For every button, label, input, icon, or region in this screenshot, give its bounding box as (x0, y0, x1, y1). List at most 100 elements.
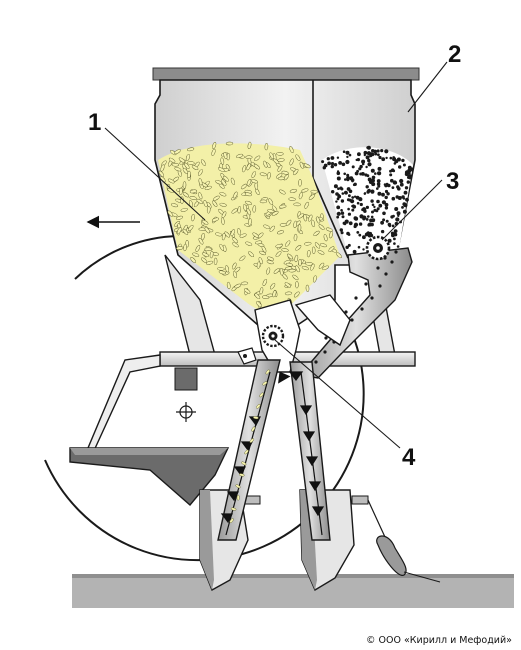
fertilizer-granule (402, 209, 407, 214)
grain-seed (198, 192, 203, 200)
grain-seed (182, 228, 189, 235)
grain-seed (289, 158, 294, 166)
label-3: 3 (446, 168, 459, 195)
fertilizer-granule (377, 191, 382, 196)
fertilizer-granule (327, 161, 331, 166)
fertilizer-granule (345, 245, 349, 249)
channel-granule (378, 284, 382, 288)
grain-seed (295, 265, 300, 273)
fertilizer-granule (364, 173, 368, 177)
channel-granule (344, 310, 348, 314)
grain-seed (254, 293, 261, 299)
grain-seed (178, 157, 186, 163)
fertilizer-granule (351, 196, 355, 199)
fertilizer-granule (405, 197, 409, 202)
grain-seed (182, 181, 187, 189)
fertilizer-granule (373, 205, 376, 209)
grain-seed (275, 244, 283, 248)
hitch-arm (87, 354, 161, 457)
grain-seed (167, 178, 175, 184)
grain-seed (198, 178, 203, 186)
channel-granule (384, 272, 388, 276)
grain-seed (271, 210, 279, 216)
fertilizer-granule (395, 195, 399, 199)
fertilizer-granule (361, 159, 366, 164)
grain-seed (261, 245, 267, 253)
fertilizer-granule (381, 200, 386, 205)
fertilizer-granule (326, 157, 330, 161)
grain-seed (180, 207, 188, 212)
tube-seed (236, 494, 240, 501)
fertilizer-granule (397, 214, 400, 217)
grain-seed (263, 160, 268, 168)
grain-seed (285, 240, 291, 247)
grain-seed (269, 152, 275, 160)
grain-seed (185, 153, 190, 162)
grain-seed (240, 183, 248, 190)
fertilizer-granule (384, 195, 388, 200)
grain-seed (219, 192, 227, 197)
fertilizer-granule (404, 172, 409, 177)
tube-seed (262, 381, 268, 386)
tube-seed (241, 461, 247, 466)
fertilizer-granule (367, 233, 372, 238)
fertilizer-granule (384, 206, 389, 210)
grain-seed (311, 219, 315, 227)
grain-seed (215, 232, 223, 237)
fertilizer-granule (336, 205, 341, 210)
grain-seed (211, 217, 220, 222)
fertilizer-granule (342, 150, 346, 153)
fertilizer-granule (347, 233, 351, 236)
grain-seed (190, 257, 196, 263)
fertilizer-granule (348, 153, 352, 157)
grain-seed (248, 218, 252, 226)
fertilizer-granule (341, 162, 346, 167)
grain-seed (308, 214, 313, 222)
fertilizer-granule (384, 149, 389, 154)
grain-seed (201, 219, 209, 225)
grain-seed (288, 197, 296, 201)
fertilizer-granule (388, 224, 392, 228)
fertilizer-granule (358, 233, 362, 237)
fertilizer-granule (367, 215, 370, 218)
grain-seed (293, 291, 300, 298)
fertilizer-granule (353, 222, 359, 227)
channel-granule (376, 266, 380, 270)
grain-seed (285, 262, 293, 267)
fertilizer-granule (377, 153, 380, 157)
grain-seed (252, 232, 259, 238)
grain-seed (176, 227, 182, 234)
grain-seed (198, 237, 204, 245)
fertilizer-granule (330, 164, 334, 169)
fertilizer-granule (402, 163, 406, 167)
fertilizer-granule (378, 155, 382, 160)
grain-seed (257, 232, 264, 239)
fertilizer-granule (384, 189, 389, 194)
grain-seed (259, 199, 268, 204)
fertilizer-granule (370, 189, 375, 194)
grain-seed (206, 260, 214, 265)
tube-seed (259, 392, 264, 398)
fertilizer-granule (365, 155, 370, 160)
grain-seed (289, 189, 297, 193)
grain-seed (246, 208, 252, 216)
grain-seed (232, 242, 239, 248)
grain-seed (223, 152, 228, 160)
fertilizer-granule (394, 207, 399, 211)
fertilizer-granule (376, 187, 379, 190)
fertilizer-granule (376, 207, 380, 211)
grain-seed (219, 243, 225, 251)
grain-seed (179, 187, 183, 195)
grain-seed (187, 147, 195, 152)
fertilizer-granule (333, 163, 338, 167)
hopper-lid (152, 67, 420, 81)
tube-seed (249, 438, 254, 443)
grain-seed (183, 243, 187, 252)
grain-seed (295, 281, 299, 289)
tube-seeds (229, 369, 270, 523)
grain-seed (174, 167, 182, 172)
fertilizer-granule (391, 196, 396, 201)
grain-seed (293, 220, 298, 229)
grain-seed (204, 247, 212, 252)
fertilizer-granule (409, 167, 414, 172)
